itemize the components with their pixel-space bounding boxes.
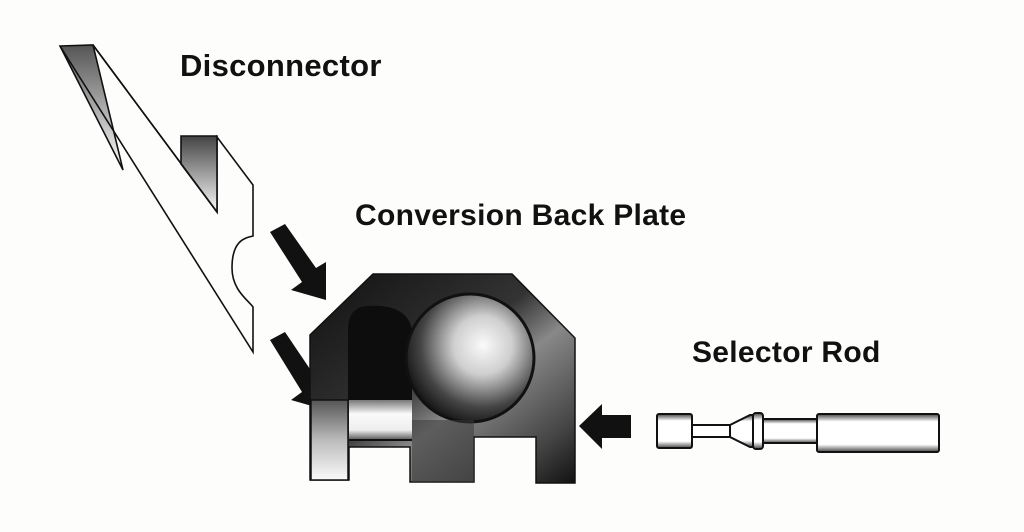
rod-end-cap (656, 413, 693, 449)
arrow-upper-icon (270, 224, 326, 300)
conversion-back-plate-label: Conversion Back Plate (355, 199, 687, 232)
plate-bar (349, 400, 412, 440)
rod-cone (729, 414, 756, 448)
disconnector-label: Disconnector (180, 48, 382, 83)
plate-left-leg (310, 399, 349, 481)
rod-neck (691, 424, 731, 438)
arrow-left-icon (579, 404, 631, 449)
plate-slot (348, 305, 412, 400)
plate-middle-leg-shade (412, 420, 474, 482)
plate-spherical-recess (404, 292, 536, 424)
rod-body (816, 413, 940, 453)
selector-rod-label: Selector Rod (692, 336, 881, 369)
conversion-back-plate-part (309, 273, 576, 484)
disconnector-part (58, 44, 254, 355)
disconnector-tab-face (180, 135, 218, 215)
disconnector-outline (59, 44, 254, 355)
disconnector-top-face (58, 44, 124, 171)
rod-collar (752, 412, 764, 450)
rod-shaft (762, 418, 819, 444)
selector-rod-part (656, 412, 940, 453)
